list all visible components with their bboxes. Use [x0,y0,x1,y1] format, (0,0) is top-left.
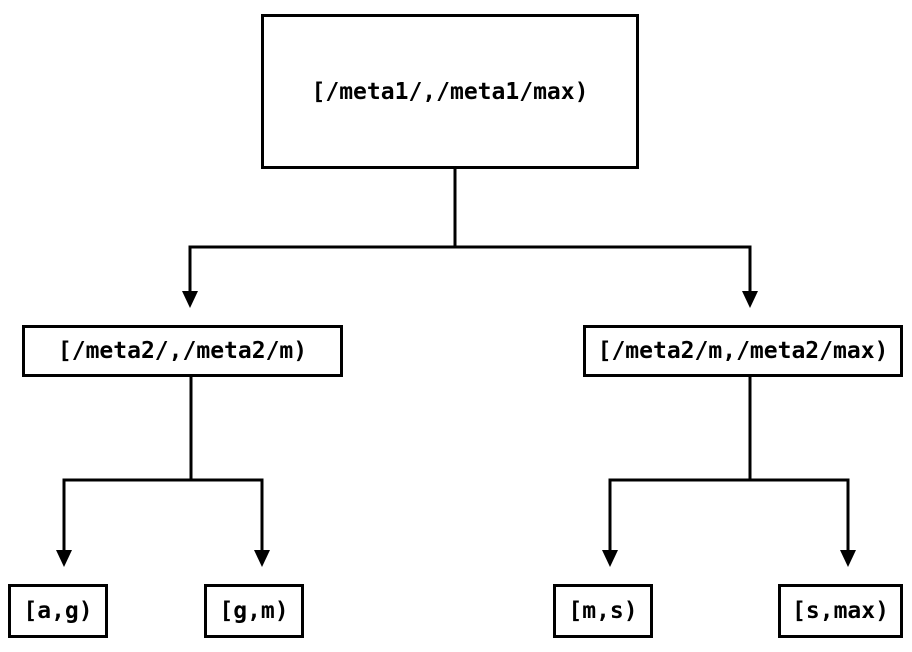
edge-strokes [62,169,850,551]
edge-right-child-branch [608,478,850,551]
node-right-child-label: [/meta2/m,/meta2/max) [597,338,889,364]
edge-root-branch [188,245,752,292]
edge-left-child-branch [62,478,264,551]
node-leaf-a-g: [a,g) [8,584,108,638]
arrowheads [56,291,856,567]
arrow-down-icon-leaf-a-g [56,550,72,567]
node-root: [/meta1/,/meta1/max) [261,14,639,169]
arrow-down-icon-leaf-s-max [840,550,856,567]
node-left-child: [/meta2/,/meta2/m) [22,325,343,377]
node-leaf-s-max: [s,max) [778,584,903,638]
arrow-down-icon-right-child [742,291,758,308]
arrow-down-icon-leaf-m-s [602,550,618,567]
arrow-down-icon-leaf-g-m [254,550,270,567]
node-leaf-m-s: [m,s) [553,584,653,638]
arrow-down-icon-left-child [182,291,198,308]
node-leaf-m-s-label: [m,s) [568,598,638,624]
node-leaf-g-m: [g,m) [204,584,304,638]
node-left-child-label: [/meta2/,/meta2/m) [57,338,308,364]
node-root-label: [/meta1/,/meta1/max) [311,78,589,105]
node-right-child: [/meta2/m,/meta2/max) [583,325,903,377]
node-leaf-a-g-label: [a,g) [23,598,93,624]
node-leaf-s-max-label: [s,max) [792,598,889,624]
node-leaf-g-m-label: [g,m) [219,598,289,624]
